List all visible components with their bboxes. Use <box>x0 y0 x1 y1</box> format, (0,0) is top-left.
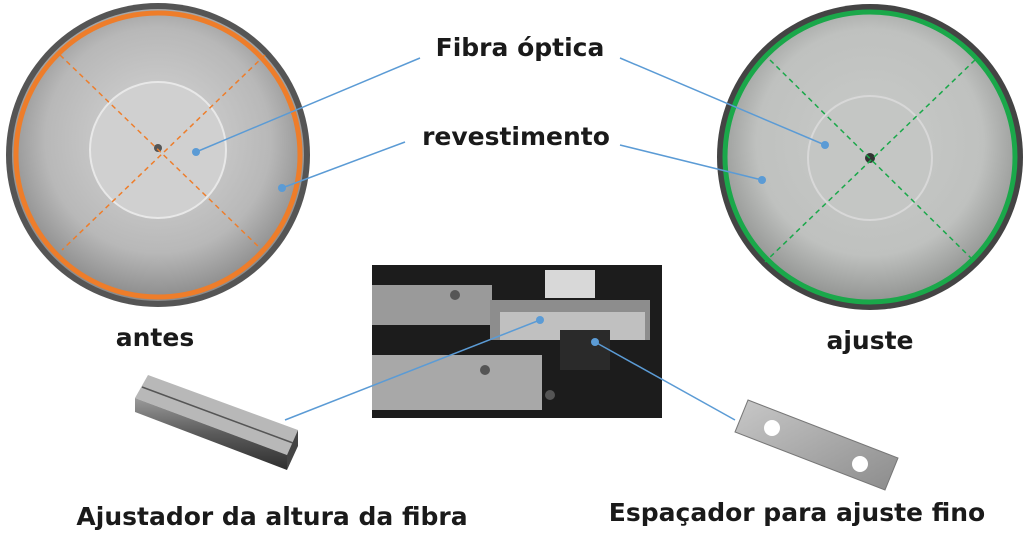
fiber-label: Fibra óptica <box>435 33 605 62</box>
height-adjuster-image <box>135 375 298 470</box>
fixture-photo <box>372 265 662 418</box>
after-endface-image <box>717 4 1023 310</box>
fine-spacer-label: Espaçador para ajuste fino <box>608 498 986 527</box>
before-label: antes <box>115 323 195 352</box>
after-ring <box>722 9 1018 305</box>
before-endface-image <box>6 3 310 307</box>
fine-spacer-image <box>734 399 899 491</box>
adjusted-label: ajuste <box>826 326 914 355</box>
before-ring <box>13 10 303 300</box>
cladding-label: revestimento <box>422 122 610 151</box>
leader-lines <box>192 57 829 421</box>
height-adjuster-label: Ajustador da altura da fibra <box>76 502 468 531</box>
